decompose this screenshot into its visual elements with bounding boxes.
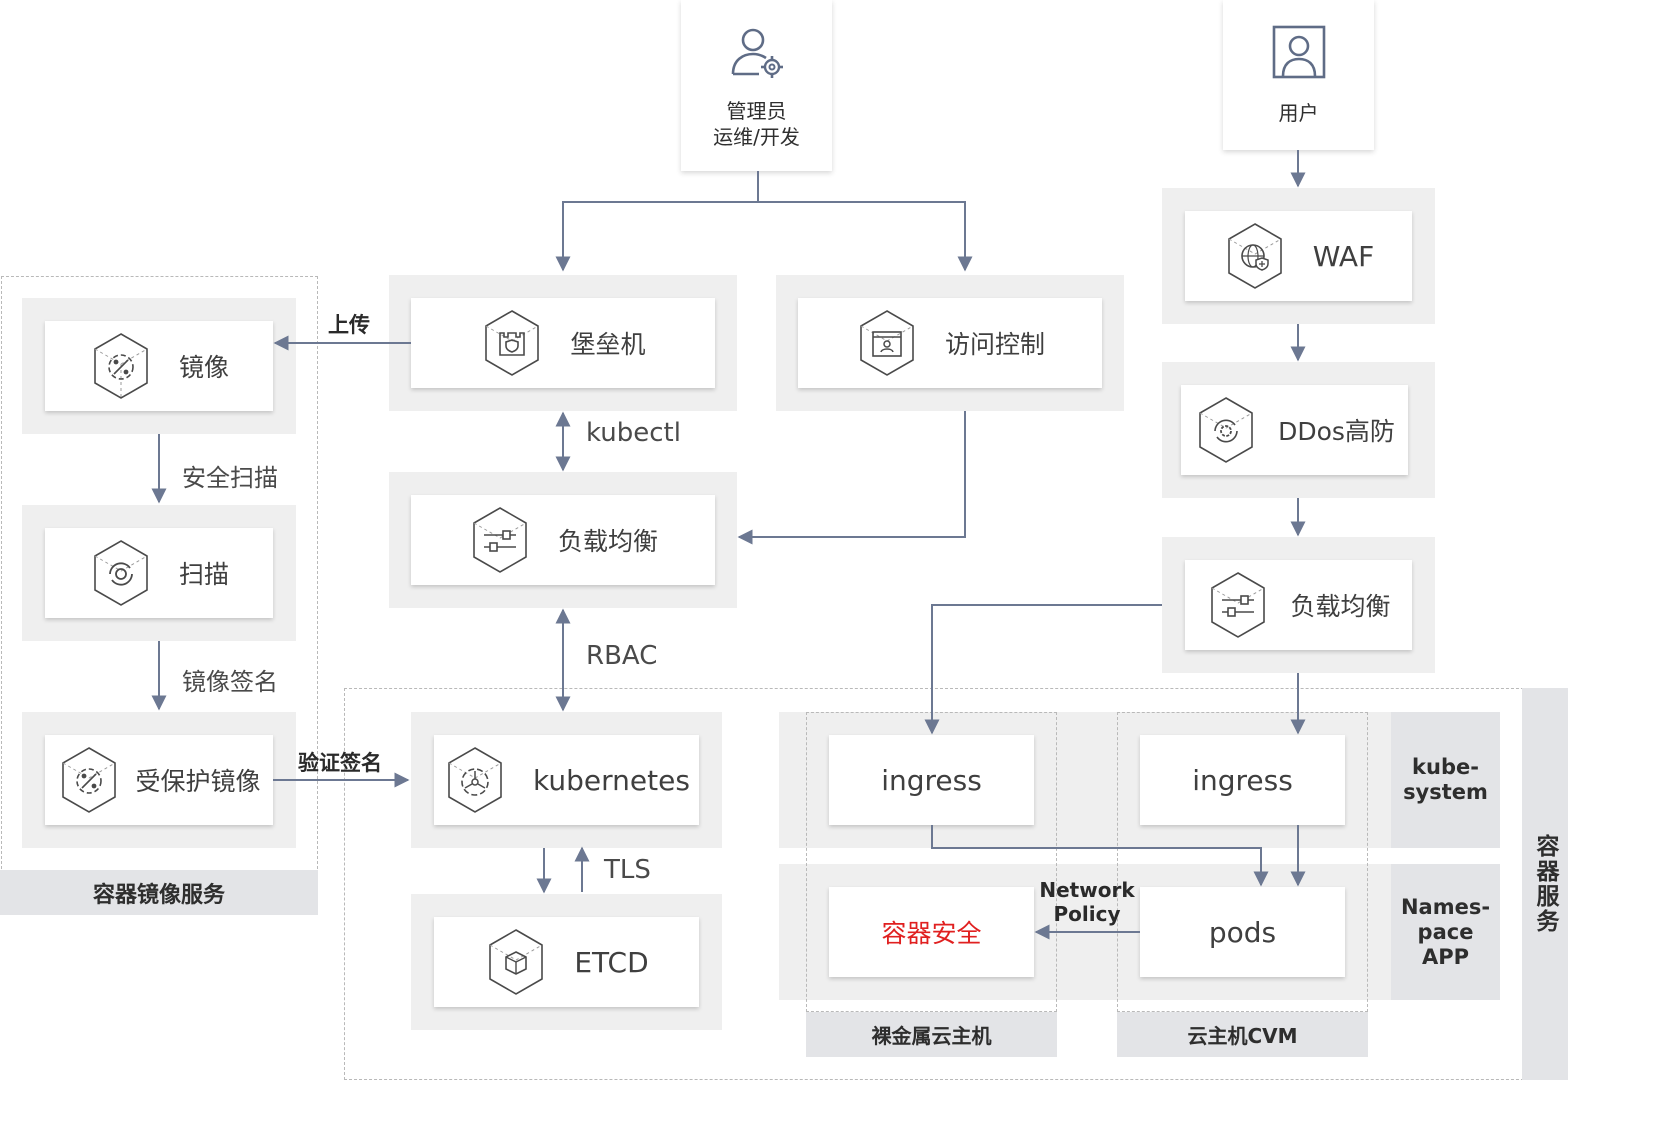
kubernetes-label: kubernetes (533, 763, 690, 797)
cvm-outline (1117, 712, 1368, 1012)
registry-title: 容器镜像服务 (0, 870, 318, 915)
waf-card[interactable]: WAF (1185, 211, 1412, 301)
namespace-app-label-1: Names- (1400, 894, 1491, 919)
lb-right-label: 负载均衡 (1290, 592, 1391, 621)
cvm-caption: 云主机CVM (1117, 1012, 1368, 1057)
container-security-label: 容器安全 (881, 919, 982, 948)
pods-label: pods (1208, 915, 1277, 949)
protected-image-card[interactable]: 受保护镜像 (45, 735, 273, 825)
network-policy-line-2: Policy (1053, 902, 1121, 926)
cluster-title-text: 容器服务 (1532, 834, 1558, 934)
access-control-card[interactable]: 访问控制 (798, 298, 1102, 388)
lb-to-ingress-left-arrow (924, 604, 1162, 735)
network-policy-line-1: Network (1039, 878, 1135, 902)
pods-card[interactable]: pods (1140, 887, 1345, 977)
upload-label: 上传 (328, 313, 370, 337)
scan-icon (89, 537, 153, 609)
access-control-label: 访问控制 (944, 330, 1045, 359)
kube-system-label: kube- system (1391, 712, 1500, 848)
waf-label: WAF (1312, 239, 1375, 273)
bare-metal-caption: 裸金属云主机 (806, 1012, 1057, 1057)
bastion-card[interactable]: 堡垒机 (411, 298, 715, 388)
tls-label: TLS (604, 855, 651, 885)
protected-image-label: 受保护镜像 (135, 767, 261, 796)
load-balancer-icon (468, 504, 532, 576)
bastion-label: 堡垒机 (570, 330, 646, 359)
waf-globe-shield-icon (1223, 220, 1287, 292)
kubernetes-card[interactable]: kubernetes (434, 735, 699, 825)
admin-label-1: 管理员 (726, 99, 787, 123)
user-label: 用户 (1278, 101, 1319, 125)
namespace-app-label: Names- pace APP (1391, 864, 1500, 1000)
admin-box[interactable]: 管理员 运维/开发 (681, 0, 832, 171)
bastion-shield-icon (480, 307, 544, 379)
rbac-label: RBAC (586, 641, 658, 671)
admin-to-access-control-arrow (758, 201, 973, 272)
ddos-card[interactable]: DDos高防 (1181, 385, 1408, 475)
step-image-sign-label: 镜像签名 (182, 668, 278, 696)
etcd-label: ETCD (574, 945, 649, 979)
ingress-right-card[interactable]: ingress (1140, 735, 1345, 825)
ingress-left-card[interactable]: ingress (829, 735, 1034, 825)
etcd-icon (484, 926, 548, 998)
ingress-left-to-pods-arrow (931, 825, 1269, 887)
network-policy-label: Network Policy (1034, 878, 1140, 926)
scan-label: 扫描 (178, 560, 229, 589)
kubectl-label: kubectl (586, 418, 681, 448)
admin-label-2: 运维/开发 (713, 125, 800, 149)
kube-system-label-2: system (1403, 780, 1488, 804)
lb-center-label: 负载均衡 (557, 527, 658, 556)
user-icon (1271, 24, 1327, 80)
etcd-card[interactable]: ETCD (434, 917, 699, 1007)
ddos-gear-icon (1194, 394, 1258, 466)
admin-to-bastion-arrow (555, 171, 759, 272)
admin-gear-icon (729, 24, 785, 80)
kubernetes-icon (443, 744, 507, 816)
scan-card[interactable]: 扫描 (45, 528, 273, 618)
kube-system-label-1: kube- (1412, 755, 1479, 779)
image-icon (89, 330, 153, 402)
ingress-left-label: ingress (881, 763, 982, 797)
image-card[interactable]: 镜像 (45, 321, 273, 411)
verify-sign-label: 验证签名 (298, 751, 382, 775)
access-control-icon (855, 307, 919, 379)
namespace-app-label-3: APP (1421, 944, 1470, 969)
namespace-app-label-2: pace (1417, 919, 1474, 944)
step-security-scan-label: 安全扫描 (182, 464, 278, 492)
user-box[interactable]: 用户 (1223, 0, 1374, 150)
image-label: 镜像 (178, 353, 229, 382)
cluster-title: 容器服务 (1522, 688, 1568, 1080)
access-control-to-lb-arrow (737, 411, 966, 545)
lb-center-card[interactable]: 负载均衡 (411, 495, 715, 585)
lb-right-icon (1206, 569, 1270, 641)
ingress-right-label: ingress (1192, 763, 1293, 797)
protected-image-icon (57, 744, 121, 816)
ddos-label: DDos高防 (1278, 417, 1395, 446)
lb-right-card[interactable]: 负载均衡 (1185, 560, 1412, 650)
container-security-card[interactable]: 容器安全 (829, 887, 1034, 977)
